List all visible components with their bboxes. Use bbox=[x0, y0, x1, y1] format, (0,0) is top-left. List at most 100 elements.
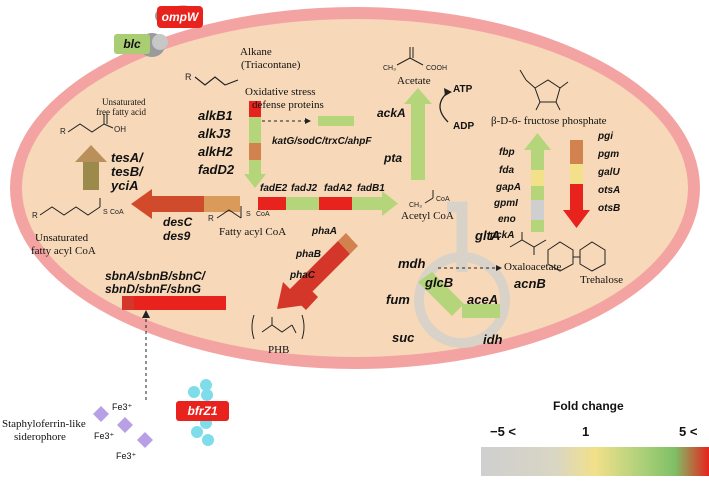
glcB-label: glcB bbox=[425, 275, 454, 290]
alk-gene-4: fadD2 bbox=[198, 162, 235, 177]
glyco-right-5: otsB bbox=[598, 203, 621, 214]
glyco-title: β-D-6- fructose phosphate bbox=[491, 115, 607, 127]
trehalose-label: Trehalose bbox=[580, 274, 623, 286]
pha-gene-3: phaC bbox=[290, 270, 315, 281]
pha-arrow-head bbox=[277, 282, 306, 309]
oxaloacetate-structure bbox=[509, 232, 547, 255]
glyco-left-bar-green2 bbox=[531, 186, 544, 200]
glyco-right-1: pgi bbox=[598, 131, 613, 142]
alk-gene-3: alkH2 bbox=[198, 144, 233, 159]
alkane-R: R bbox=[185, 72, 192, 82]
tes-arrow-shaft bbox=[83, 160, 99, 190]
unsat-ffa-line1: Unsaturated bbox=[102, 97, 146, 107]
ackA-label: ackA bbox=[377, 106, 406, 120]
glyco-left-arrow-head bbox=[524, 133, 551, 150]
facoa2-CoA: CoA bbox=[256, 211, 270, 218]
glyco-left-bar-green3 bbox=[531, 220, 544, 232]
unsat-facoa-structure bbox=[39, 198, 101, 216]
tca-connector bbox=[447, 201, 468, 272]
acetate-label: Acetate bbox=[397, 75, 431, 87]
siderophore-line2: siderophore bbox=[14, 431, 66, 443]
glcB-segment bbox=[418, 272, 464, 316]
glyco-left-4: gpmI bbox=[494, 198, 518, 209]
des-arrow-head bbox=[131, 189, 152, 219]
atp-curve-head bbox=[444, 88, 452, 96]
bfrZ1-tag-bg bbox=[176, 401, 229, 421]
ffa-OH: OH bbox=[114, 125, 126, 134]
fe-3: Fe3⁺ bbox=[116, 451, 137, 461]
oxidative-genes: katG/sodC/trxC/ahpF bbox=[272, 136, 372, 147]
glyco-left-5: eno bbox=[498, 214, 516, 225]
fad-gene-1: fadE2 bbox=[260, 183, 288, 194]
pha-arrow-red bbox=[287, 279, 318, 310]
tes-gene-2: tesB/ bbox=[111, 164, 143, 179]
alkane-name: Alkane bbox=[240, 46, 272, 58]
acetyl-CH3: CH₃ bbox=[409, 202, 422, 209]
facoa2-S: S bbox=[246, 211, 251, 218]
alkane-structure bbox=[194, 76, 239, 86]
tca-circle bbox=[414, 252, 510, 348]
pta-label: pta bbox=[384, 151, 402, 165]
acnB-label: acnB bbox=[514, 276, 546, 291]
des-gene-2: des9 bbox=[163, 229, 191, 243]
des-arrow-shaft bbox=[150, 196, 204, 212]
des-arrow-tail bbox=[204, 196, 240, 212]
fe-2: Fe3⁺ bbox=[94, 431, 115, 441]
fad-bar-green2 bbox=[352, 197, 382, 210]
ffa-R: R bbox=[60, 127, 66, 136]
pha-arrow-brown bbox=[338, 233, 358, 254]
unsat-ffa-line2: free fatty acid bbox=[96, 107, 146, 117]
alk-bar-green2 bbox=[249, 160, 261, 174]
acetate-structure bbox=[396, 47, 424, 66]
oxaloacetate-label: Oxaloacetate bbox=[504, 261, 562, 273]
tes-gene-3: yciA bbox=[111, 178, 139, 193]
sbn-bar bbox=[122, 296, 226, 310]
facoa2-R: R bbox=[208, 214, 214, 223]
siderophore-line1: Staphyloferrin-like bbox=[2, 418, 86, 430]
facoa-structure bbox=[216, 206, 242, 219]
gltA-label: gltA bbox=[475, 228, 501, 243]
legend-title: Fold change bbox=[553, 399, 624, 413]
adp-label: ADP bbox=[453, 121, 475, 132]
glyoxylate-shunt-bar bbox=[462, 304, 500, 318]
oxidative-line2: defense proteins bbox=[252, 99, 324, 111]
fad-bar-green1 bbox=[286, 197, 319, 210]
facoa-S: S bbox=[103, 209, 108, 216]
glyco-right-bar-yellow bbox=[570, 164, 583, 184]
fructose-structure bbox=[519, 69, 569, 111]
ompW-label: ompW bbox=[161, 10, 199, 24]
glyco-left-bar-yellow bbox=[531, 170, 544, 186]
fad-bar-red2 bbox=[319, 197, 352, 210]
unsat-facoa-line1: Unsaturated bbox=[35, 232, 89, 244]
blc-tag-bg bbox=[114, 34, 150, 54]
glyco-right-bar-red bbox=[570, 184, 583, 212]
glyco-left-2: fda bbox=[499, 165, 514, 176]
fe-1: Fe3⁺ bbox=[112, 402, 133, 412]
pha-arrow-shaft bbox=[300, 241, 350, 292]
glyco-right-bar-brown bbox=[570, 140, 583, 164]
fad-bar-red1 bbox=[258, 197, 286, 210]
trehalose-structure bbox=[547, 241, 606, 272]
unsat-facoa-line2: fatty acyl CoA bbox=[31, 245, 96, 257]
acetyl-coa-structure bbox=[424, 190, 434, 204]
suc-label: suc bbox=[392, 330, 415, 345]
alk-bar-green1 bbox=[249, 117, 261, 143]
glyco-left-bar-green1 bbox=[531, 148, 544, 170]
acetyl-CoA-text: CoA bbox=[436, 196, 450, 203]
ack-arrow-shaft bbox=[411, 102, 425, 180]
glyco-right-2: pgm bbox=[598, 149, 620, 160]
glyco-left-bar-grey bbox=[531, 200, 544, 220]
des-gene-1: desC bbox=[163, 215, 193, 229]
cell-cytoplasm bbox=[22, 19, 688, 357]
glyco-left-3: gapA bbox=[496, 182, 521, 193]
glyco-right-4: otsA bbox=[598, 185, 621, 196]
unsat-ffa-structure bbox=[67, 114, 114, 133]
oxidative-bar bbox=[318, 116, 354, 126]
oxidative-dash-head bbox=[305, 118, 311, 124]
blc-label: blc bbox=[123, 37, 141, 51]
pha-gene-2: phaB bbox=[296, 249, 321, 260]
alk-arrow-head bbox=[244, 174, 266, 188]
acetate-CH3: CH₃ bbox=[383, 65, 396, 72]
siderophore-dash-head bbox=[142, 310, 150, 318]
